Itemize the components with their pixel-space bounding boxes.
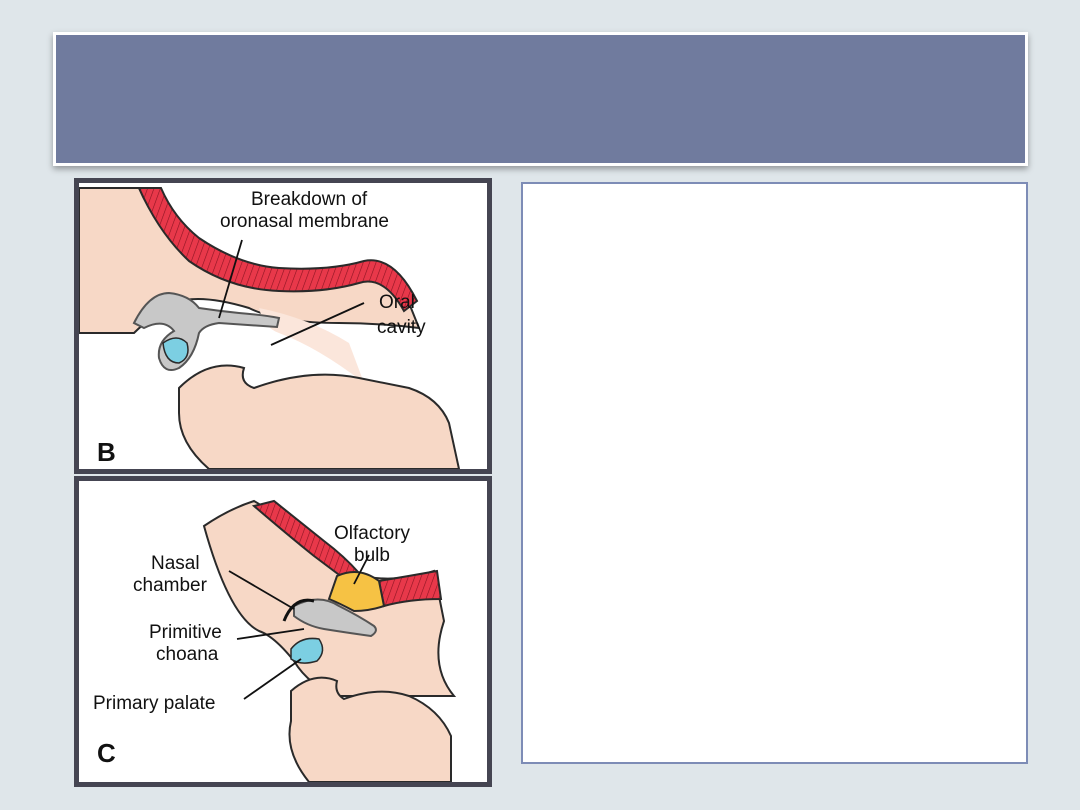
label-choana-line1: Primitive bbox=[149, 622, 222, 643]
diagram-panel-c: Olfactory bulb Nasal chamber Primitive c… bbox=[74, 476, 492, 787]
title-bar bbox=[53, 32, 1028, 166]
panel-b-illustration: Breakdown of oronasal membrane Oral cavi… bbox=[79, 187, 461, 469]
diagram-panel-b: Breakdown of oronasal membrane Oral cavi… bbox=[74, 178, 492, 474]
label-olfactory-line1: Olfactory bbox=[334, 523, 411, 544]
panel-letter-c: C bbox=[97, 738, 116, 768]
primary-palate bbox=[290, 637, 324, 664]
label-choana-line2: choana bbox=[156, 644, 219, 665]
neural-tube bbox=[137, 187, 419, 313]
panel-c-illustration: Olfactory bulb Nasal chamber Primitive c… bbox=[93, 499, 457, 782]
nasal-epithelium bbox=[293, 598, 377, 638]
label-breakdown-line1: Breakdown of bbox=[251, 189, 368, 210]
panel-letter-b: B bbox=[97, 437, 116, 467]
neural-tube-right bbox=[377, 569, 443, 608]
label-nasal-line2: chamber bbox=[133, 575, 208, 596]
label-olfactory-line2: bulb bbox=[354, 545, 390, 566]
nasal-chamber bbox=[282, 598, 315, 622]
label-palate: Primary palate bbox=[93, 693, 216, 714]
label-nasal-line1: Nasal bbox=[151, 553, 200, 574]
label-breakdown-line2: oronasal membrane bbox=[220, 211, 389, 232]
label-oral-line1: Oral bbox=[379, 292, 415, 313]
lower-jaw bbox=[288, 676, 452, 782]
label-oral-line2: cavity bbox=[377, 317, 426, 338]
palate-blob bbox=[162, 337, 189, 364]
lower-jaw bbox=[178, 364, 461, 469]
content-text-box bbox=[521, 182, 1028, 764]
lower-oral-tissue bbox=[259, 308, 364, 383]
